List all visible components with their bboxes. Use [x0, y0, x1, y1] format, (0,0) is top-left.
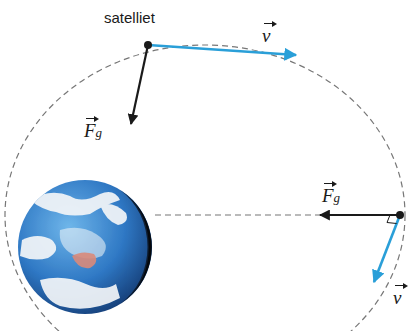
velocity-arrow [374, 215, 400, 282]
satellite [396, 211, 404, 219]
gravity-arrow [320, 214, 400, 216]
orbit [5, 45, 405, 331]
right-angle-mark [387, 215, 397, 224]
velocity-label: v [393, 282, 401, 309]
earth [18, 180, 152, 314]
force-label: Fg [322, 180, 340, 207]
satellite-label: satelliet [104, 10, 155, 27]
satellite [144, 41, 152, 49]
velocity-label: v [262, 20, 270, 47]
gravity-arrow [131, 45, 148, 124]
force-label: Fg [84, 115, 102, 142]
velocity-arrow [148, 45, 296, 55]
